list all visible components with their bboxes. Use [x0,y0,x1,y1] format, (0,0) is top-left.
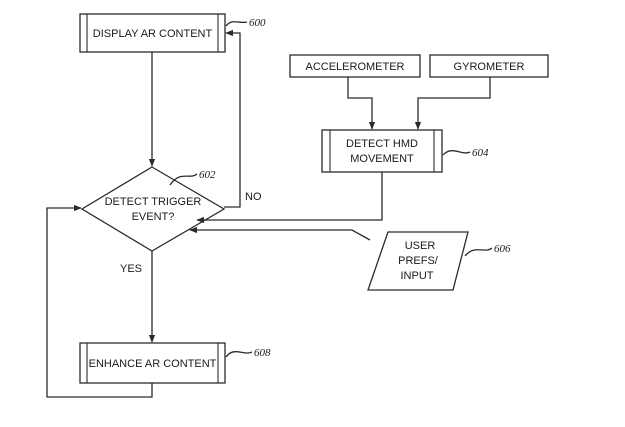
user-prefs-label-line2: PREFS/ [398,255,439,267]
svg-text:608: 608 [254,347,271,359]
display-ar-content-box: DISPLAY AR CONTENT [79,13,226,53]
detect-hmd-label-line2: MOVEMENT [350,153,414,165]
edge-trigger-no-to-display [224,29,241,208]
edge-gyrometer-to-hmd [414,77,491,130]
ref-608: 608 [225,347,271,359]
svg-text:606: 606 [494,243,511,255]
edge-yes-label: YES [120,263,142,275]
ref-604: 604 [442,147,489,159]
edge-userprefs-to-trigger [189,226,371,241]
enhance-ar-content-box: ENHANCE AR CONTENT [79,342,226,384]
svg-text:604: 604 [472,147,489,159]
detect-hmd-movement-box: DETECT HMD MOVEMENT [321,129,443,173]
ref-602: 602 [169,169,216,186]
display-ar-content-label: DISPLAY AR CONTENT [93,28,213,40]
user-prefs-label-line3: INPUT [401,270,434,282]
detect-trigger-label-line2: EVENT? [132,211,175,223]
edge-accelerometer-to-hmd [347,77,376,130]
ref-600: 600 [225,17,266,29]
gyrometer-box: GYROMETER [429,54,549,78]
edge-enhance-loop-to-trigger [46,204,153,398]
user-prefs-label-line1: USER [405,240,436,252]
detect-hmd-label-line1: DETECT HMD [346,138,418,150]
edge-no-label: NO [245,191,262,203]
detect-trigger-label-line1: DETECT TRIGGER [105,196,202,208]
accelerometer-label: ACCELEROMETER [305,61,404,73]
edge-hmd-to-trigger [196,172,383,224]
svg-text:602: 602 [199,169,216,181]
accelerometer-box: ACCELEROMETER [289,54,421,78]
enhance-ar-content-label: ENHANCE AR CONTENT [89,358,217,370]
ref-606: 606 [464,243,511,257]
svg-text:600: 600 [249,17,266,29]
user-prefs-input-box: USER PREFS/ INPUT [367,231,469,291]
gyrometer-label: GYROMETER [454,61,525,73]
detect-trigger-event-decision: DETECT TRIGGER EVENT? [80,166,226,252]
